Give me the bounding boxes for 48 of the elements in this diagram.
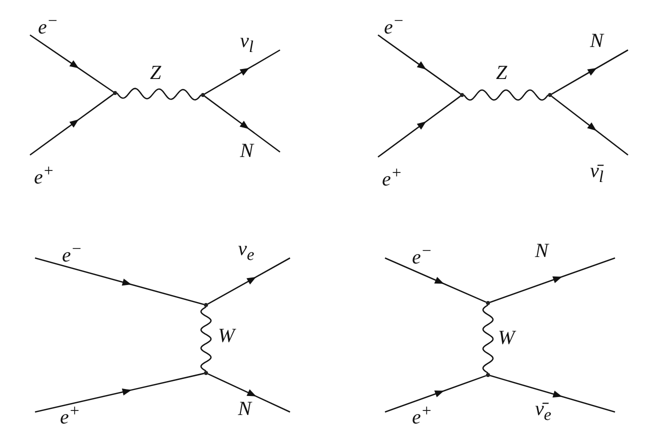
particle-label: N [238, 398, 252, 420]
fermion-arrow-line [378, 34, 461, 94]
fermion-arrow-line [490, 374, 616, 413]
fermion-arrow-line [551, 96, 628, 156]
fermion-arrow-line [378, 96, 461, 158]
particle-label: e$^{−}$ [384, 10, 404, 39]
particle-label: e$^{−}$ [412, 240, 432, 269]
particle-label: e$^{+}$ [382, 162, 402, 191]
particle-label: e$^{−}$ [62, 238, 82, 267]
boson-wavy-line [482, 304, 494, 374]
fermion-arrow-line [30, 34, 114, 92]
particle-label: N [535, 240, 548, 262]
fermion-arrow-line [208, 373, 290, 413]
vertex-dot [460, 93, 464, 97]
fermion-arrow-line [384, 375, 486, 413]
particle-label: e$^{−}$ [38, 10, 58, 39]
boson-wavy-line [116, 88, 202, 100]
particle-label: ν$_{e}$ [238, 238, 254, 266]
particle-label: e$^{+}$ [412, 400, 432, 429]
fermion-arrow-line [204, 49, 280, 95]
fermion-arrow-line [34, 257, 204, 306]
particle-label: N [590, 30, 604, 52]
fermion-arrow-line [551, 49, 628, 95]
particle-label: ν̄$_{e}$ [535, 398, 552, 426]
particle-label: W [498, 327, 515, 349]
particle-label: W [218, 325, 235, 347]
boson-wavy-line [200, 306, 212, 372]
particle-label: Z [496, 62, 508, 84]
vertex-dot [204, 303, 208, 307]
boson-wavy-line [463, 89, 549, 101]
particle-label: ν̄$_{l}$ [590, 160, 604, 188]
vertex-dot [548, 93, 552, 97]
particle-label: ν$_{l}$ [240, 30, 254, 58]
fermion-arrow-line [384, 257, 486, 303]
particle-label: N [240, 140, 254, 162]
vertex-dot [204, 371, 208, 375]
fermion-arrow-line [30, 94, 114, 156]
particle-label: Z [150, 62, 162, 84]
particle-label: e$^{+}$ [34, 160, 54, 189]
fermion-arrow-line [204, 96, 280, 153]
vertex-dot [486, 301, 490, 305]
fermion-arrow-line [490, 257, 616, 303]
vertex-dot [201, 93, 205, 97]
vertex-dot [486, 373, 490, 377]
fermion-arrow-line [34, 372, 204, 413]
fermion-arrow-line [207, 257, 290, 305]
particle-label: e$^{+}$ [60, 400, 80, 429]
vertex-dot [113, 91, 117, 95]
